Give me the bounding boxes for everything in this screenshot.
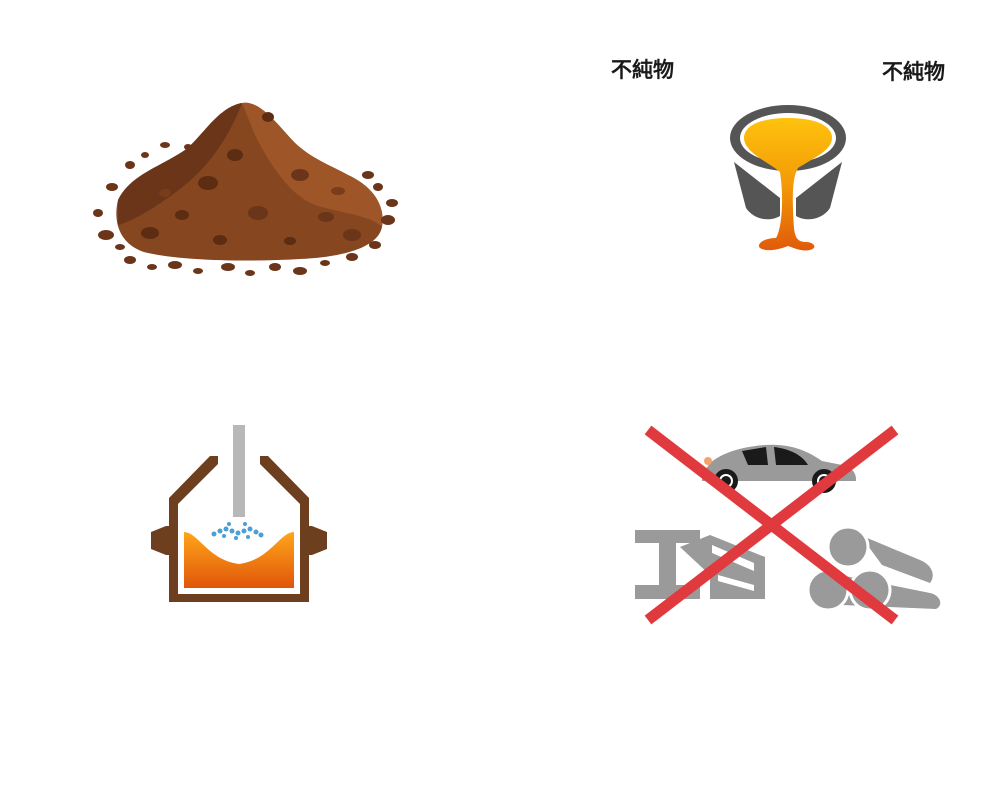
ladle-pouring-icon bbox=[730, 105, 846, 251]
red-cross-icon bbox=[644, 425, 899, 625]
converter-furnace-icon bbox=[151, 425, 327, 602]
steel-products-icon bbox=[635, 425, 941, 625]
impurity-label-right: 不純物 bbox=[882, 60, 945, 84]
impurity-label-left: 不純物 bbox=[611, 58, 674, 82]
iron-ore-pile-icon bbox=[93, 102, 398, 276]
